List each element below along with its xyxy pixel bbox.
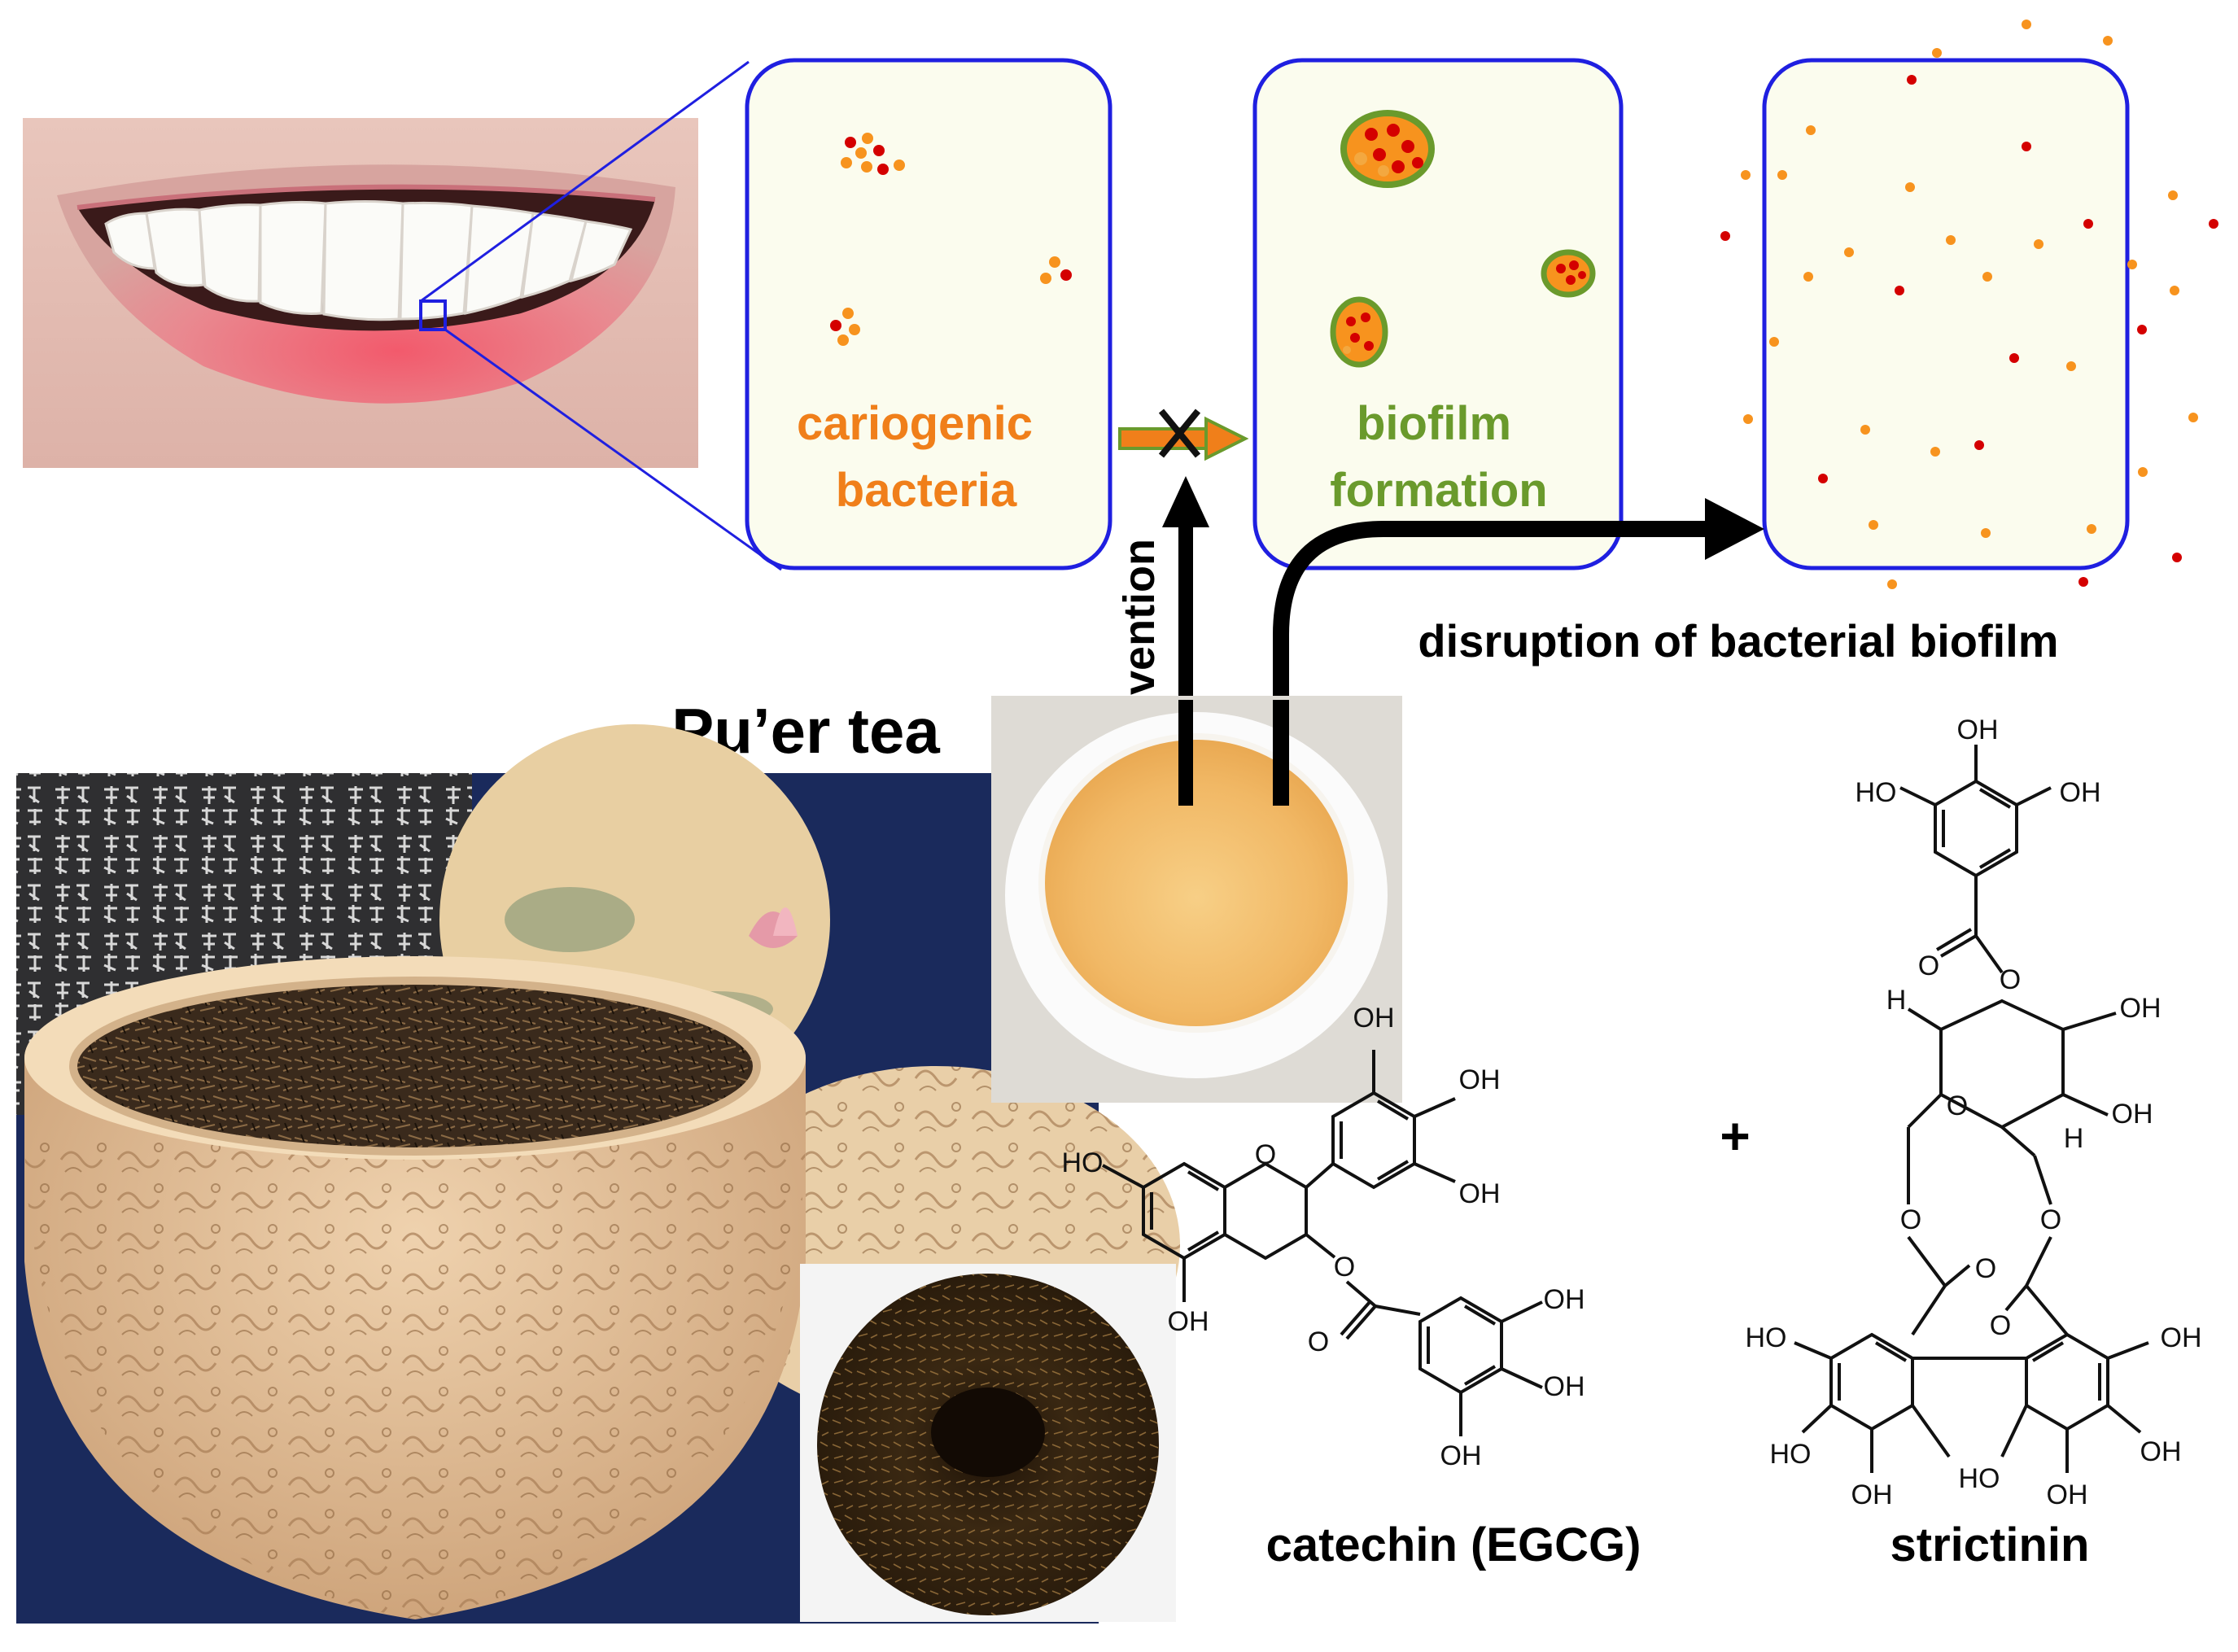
atom-label: H <box>2064 1123 2084 1154</box>
atom-label: HO <box>1959 1463 2000 1494</box>
atom-label: O <box>2000 964 2021 995</box>
egcg-structure <box>1102 1050 1543 1436</box>
atom-label: O <box>1334 1252 1355 1283</box>
atom-label: H <box>1886 985 1907 1016</box>
atom-label: O <box>2040 1204 2061 1235</box>
prevention-arrow-stem <box>1178 700 1193 806</box>
atom-label: OH <box>2161 1322 2202 1353</box>
catechin-label: catechin (EGCG) <box>1266 1519 1641 1571</box>
biofilm-colony <box>1330 296 1388 368</box>
zoom-line-bottom <box>444 328 782 571</box>
biofilm-colony <box>1340 110 1435 188</box>
panel-dispersed-bacteria <box>1720 20 2218 589</box>
atom-label: HO <box>1062 1147 1104 1178</box>
atom-label: OH <box>1440 1440 1482 1471</box>
biofilm-label-line1: biofilm <box>1357 397 1511 450</box>
atom-label: O <box>1918 951 1939 981</box>
scattered-bacteria <box>1720 20 2218 589</box>
tea-cake-photo <box>800 1264 1176 1622</box>
atom-label: O <box>1900 1204 1921 1235</box>
biofilm-label-line2: formation <box>1330 464 1547 517</box>
atom-label: OH <box>1544 1284 1585 1315</box>
atom-label: O <box>1308 1326 1329 1357</box>
atom-label: O <box>1975 1253 1996 1284</box>
strictinin-atom-labels: OH HO OH O O O OH OH H H O O O O HO HO O… <box>1746 715 2202 1510</box>
disruption-arrow <box>1273 498 1764 806</box>
atom-label: OH <box>1957 715 1999 745</box>
egcg-atom-labels: OH OH OH HO O OH O O OH OH OH <box>1062 1003 1585 1471</box>
orange-arrow-with-x-icon <box>1118 409 1249 461</box>
atom-label: OH <box>1459 1064 1501 1095</box>
strictinin-label: strictinin <box>1890 1519 2090 1571</box>
biofilm-colony <box>1541 249 1596 298</box>
atom-label: O <box>1255 1139 1276 1170</box>
plus-sign: + <box>1720 1107 1750 1165</box>
smile-photo <box>23 118 698 468</box>
atom-label: HO <box>1856 777 1897 808</box>
atom-label: OH <box>1544 1371 1585 1402</box>
atom-label: OH <box>1353 1003 1395 1034</box>
zoom-line-top <box>420 60 750 303</box>
atom-label: OH <box>2112 1099 2153 1130</box>
atom-label: O <box>1947 1090 1968 1121</box>
atom-label: OH <box>1459 1178 1501 1209</box>
disruption-label: disruption of bacterial biofilm <box>1418 615 2058 666</box>
tea-cup-photo <box>991 696 1402 1103</box>
cariogenic-label-line1: cariogenic <box>797 397 1033 450</box>
teeth <box>104 200 633 321</box>
atom-label: HO <box>1770 1439 1812 1470</box>
atom-label: HO <box>1746 1322 1787 1353</box>
atom-label: OH <box>1168 1306 1209 1337</box>
atom-label: OH <box>2120 993 2162 1024</box>
bacteria-cluster <box>830 308 860 346</box>
bacteria-cluster <box>1040 256 1072 284</box>
panel-cariogenic-bacteria: cariogenic bacteria <box>745 58 1112 570</box>
atom-label: OH <box>2047 1479 2088 1510</box>
atom-label: OH <box>1851 1479 1893 1510</box>
tooth-zoom-marker <box>419 299 447 331</box>
strictinin-structure <box>1794 745 2149 1473</box>
atom-label: OH <box>2140 1436 2182 1467</box>
panel-biofilm-formation: biofilm formation <box>1252 58 1624 570</box>
cariogenic-label-line2: bacteria <box>836 464 1017 517</box>
atom-label: OH <box>2060 777 2101 808</box>
atom-label: O <box>1990 1310 2011 1341</box>
bacteria-cluster <box>841 133 905 175</box>
